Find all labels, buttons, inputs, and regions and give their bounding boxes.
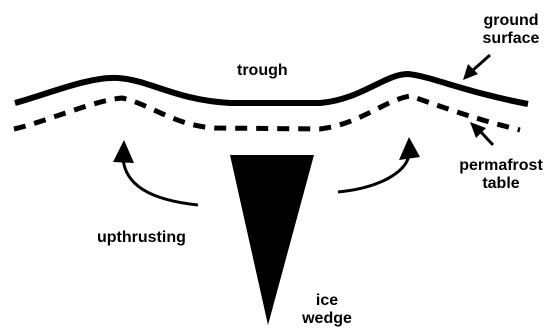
upthrusting-label: upthrusting bbox=[97, 229, 186, 247]
upthrusting-arrowhead-left bbox=[113, 140, 134, 163]
ice-wedge-label-line1: ice bbox=[292, 292, 362, 310]
permafrost-table-label-line2: table bbox=[452, 175, 550, 193]
trough-label: trough bbox=[237, 62, 288, 80]
upthrusting-arrowhead-right bbox=[399, 137, 420, 160]
ground-surface-label-line1: ground bbox=[476, 12, 546, 30]
ground-surface-label: ground surface bbox=[476, 12, 546, 48]
ground-surface-pointer bbox=[472, 55, 490, 71]
permafrost-table-label: permafrost table bbox=[452, 157, 550, 193]
ice-wedge-label: ice wedge bbox=[292, 292, 362, 328]
upthrusting-arrow-left bbox=[123, 158, 198, 205]
permafrost-table-pointer bbox=[480, 131, 493, 145]
ground-surface-label-line2: surface bbox=[476, 30, 546, 48]
permafrost-table-label-line1: permafrost bbox=[452, 157, 550, 175]
upthrusting-arrow-right bbox=[338, 155, 409, 192]
ice-wedge-label-line2: wedge bbox=[292, 310, 362, 328]
